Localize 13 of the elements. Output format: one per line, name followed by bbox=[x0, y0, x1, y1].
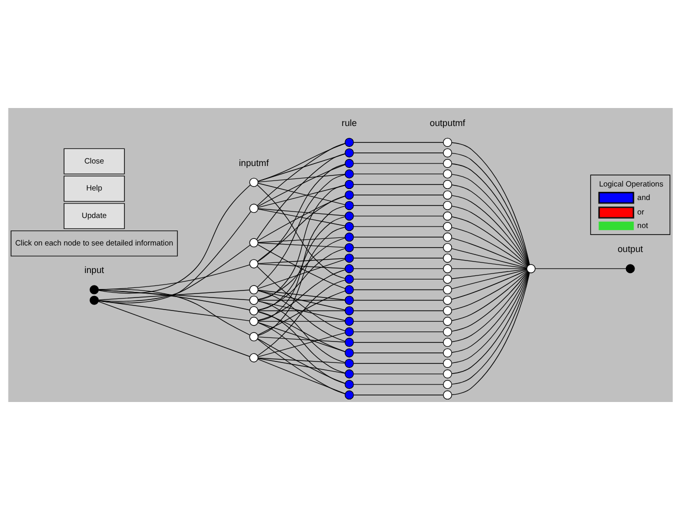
legend-label: or bbox=[637, 207, 644, 216]
label: Help bbox=[86, 183, 102, 192]
label: Click on each node to see detailed information bbox=[15, 238, 174, 247]
label: output bbox=[618, 244, 643, 254]
label: Logical Operations bbox=[599, 178, 664, 188]
label: Close bbox=[84, 156, 104, 165]
label: input bbox=[84, 264, 104, 275]
label: Update bbox=[82, 210, 107, 220]
legend-label: and bbox=[637, 192, 650, 202]
label: inputmf bbox=[238, 157, 269, 168]
legend-label: not bbox=[637, 220, 648, 230]
label: outputmf bbox=[430, 117, 466, 128]
label: rule bbox=[342, 117, 357, 128]
